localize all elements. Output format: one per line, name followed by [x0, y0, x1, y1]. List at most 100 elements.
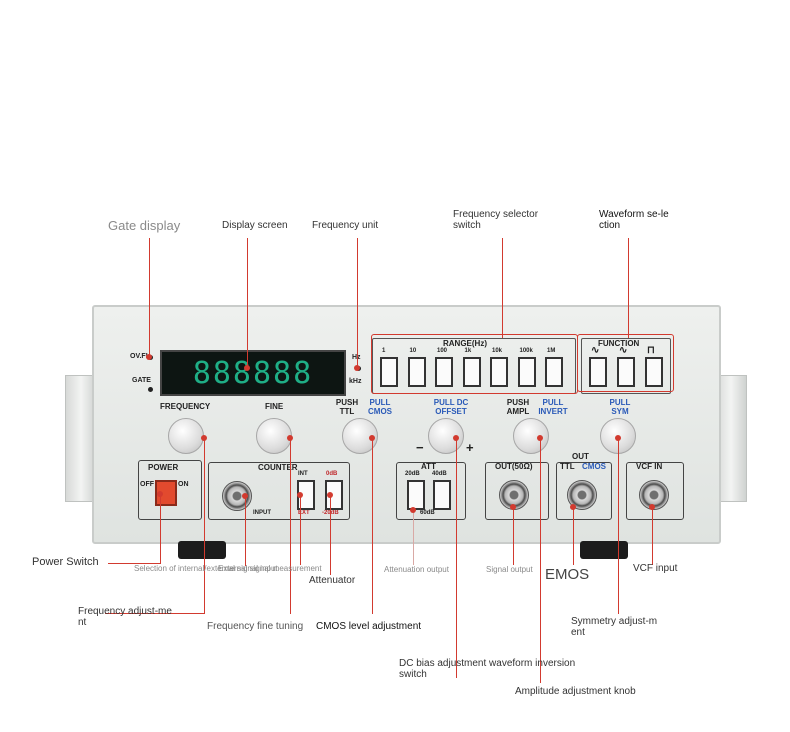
- power-switch-leader-h: [108, 563, 161, 564]
- range-key-10k[interactable]: [490, 357, 508, 387]
- power-group: [138, 460, 202, 520]
- int-label: INT: [298, 471, 308, 477]
- att-40db-key[interactable]: [433, 480, 451, 510]
- out50-label: OUT(50Ω): [495, 462, 533, 471]
- ext-measure-leader: [245, 496, 246, 566]
- counter-attenuator-switch[interactable]: [325, 480, 343, 510]
- ttl-out-label: OUT: [572, 452, 589, 461]
- function-box: [581, 338, 671, 394]
- frequency-adjust-leader-h: [105, 613, 205, 614]
- range-key-100[interactable]: [435, 357, 453, 387]
- attenuation-output-callout: Attenuation output: [384, 565, 449, 574]
- att-output-dot: [410, 507, 416, 513]
- att-group: [396, 462, 466, 520]
- range-key-label: 10: [409, 348, 417, 354]
- range-key-label: 1k: [464, 348, 472, 354]
- symmetry-dot: [615, 435, 621, 441]
- push-ttl-label: PUSH TTL: [335, 398, 359, 416]
- triangle-wave-icon: ∿: [619, 345, 628, 356]
- counter-label: COUNTER: [258, 463, 298, 472]
- cmos-level-dot: [369, 435, 375, 441]
- int-ext-dot: [297, 492, 303, 498]
- zero-db-label: 0dB: [326, 471, 338, 477]
- frequency-selector-callout: Frequency selector switch: [453, 209, 539, 231]
- att-label: ATT: [421, 462, 436, 471]
- range-key-1k[interactable]: [462, 357, 481, 387]
- function-key-1[interactable]: [589, 357, 607, 387]
- pull-invert-label: PULL INVERT: [538, 398, 568, 416]
- amplitude-knob[interactable]: [513, 418, 549, 454]
- ext-measure-dot: [242, 493, 248, 499]
- emos-dot: [570, 504, 576, 510]
- frequency-knob-label: FREQUENCY: [160, 402, 211, 411]
- signal-output-dot: [510, 504, 516, 510]
- pull-sym-label: PULL SYM: [609, 398, 631, 416]
- display-screen: 888888: [160, 350, 346, 396]
- gate-display-dot: [146, 354, 152, 360]
- int-ext-selection-callout: Selection of internal/external signal in…: [134, 564, 278, 573]
- display-digits: 888888: [192, 355, 314, 391]
- range-key-label: 100k: [519, 348, 533, 354]
- function-highlight: [577, 334, 674, 392]
- attenuator-leader: [330, 495, 331, 575]
- symmetry-adjustment-callout: Symmetry adjust-ment: [571, 616, 658, 638]
- vcf-input-leader: [652, 507, 653, 565]
- frequency-unit-callout: Frequency unit: [312, 220, 379, 231]
- vcf-group: [626, 462, 684, 520]
- power-switch-dot: [157, 491, 163, 497]
- signal-output-leader: [513, 507, 514, 565]
- range-key-1M[interactable]: [545, 357, 563, 387]
- att-20db-key[interactable]: [407, 480, 425, 510]
- offset-plus-label: +: [466, 440, 474, 455]
- range-key-1[interactable]: [380, 357, 398, 387]
- display-screen-callout: Display screen: [222, 220, 288, 231]
- range-highlight: [371, 334, 578, 394]
- dc-offset-knob[interactable]: [428, 418, 464, 454]
- pull-dc-offset-label: PULL DC OFFSET: [433, 398, 469, 416]
- range-key-10[interactable]: [407, 357, 426, 387]
- frequency-adjust-dot: [201, 435, 207, 441]
- power-label: POWER: [148, 463, 179, 472]
- amplitude-knob-callout: Amplitude adjustment knob: [515, 686, 636, 697]
- fine-knob-label: FINE: [265, 402, 284, 411]
- att-output-leader: [413, 510, 414, 565]
- unit-hz-label: Hz: [352, 354, 361, 361]
- int-ext-leader: [300, 495, 301, 565]
- display-screen-dot: [244, 365, 250, 371]
- power-off-label: OFF: [140, 481, 154, 488]
- vcf-input-callout: VCF input: [633, 563, 678, 574]
- frequency-adjustment-callout: Frequency adjust-ment: [78, 606, 172, 628]
- power-switch-callout: Power Switch: [32, 556, 99, 568]
- att-20db-label: 20dB: [405, 471, 420, 477]
- ttl-cmos-out-group: [556, 462, 612, 520]
- frequency-knob[interactable]: [168, 418, 204, 454]
- waveform-selection-leader: [628, 238, 629, 338]
- amplitude-dot: [537, 435, 543, 441]
- fine-tuning-leader: [290, 438, 291, 614]
- display-screen-leader: [247, 238, 248, 368]
- pull-cmos-label: PULL CMOS: [368, 398, 392, 416]
- ttl-label: TTL: [560, 462, 575, 471]
- function-title: FUNCTION: [598, 339, 640, 348]
- gate-label: GATE: [132, 377, 151, 384]
- frequency-fine-tuning-callout: Frequency fine tuning: [207, 621, 304, 632]
- range-key-100k[interactable]: [517, 357, 536, 387]
- gate-led: [148, 387, 153, 392]
- dc-bias-leader: [456, 438, 457, 678]
- offset-minus-label: −: [416, 440, 424, 455]
- function-key-2[interactable]: [617, 357, 635, 387]
- range-key-label: 100: [437, 348, 448, 354]
- unit-khz-label: kHz: [349, 378, 362, 385]
- emos-callout: EMOS: [545, 566, 590, 583]
- att-40db-label: 40dB: [432, 471, 447, 477]
- right-foot: [580, 541, 628, 559]
- attenuator-callout: Attenuator: [309, 575, 356, 586]
- function-key-3[interactable]: [645, 357, 663, 387]
- cmos-label: CMOS: [582, 462, 606, 471]
- gate-display-leader: [149, 238, 150, 358]
- fine-knob[interactable]: [256, 418, 292, 454]
- frequency-selector-leader: [502, 238, 503, 338]
- cmos-level-leader: [372, 438, 373, 614]
- range-key-label: 10k: [492, 348, 503, 354]
- power-switch-leader: [160, 494, 161, 564]
